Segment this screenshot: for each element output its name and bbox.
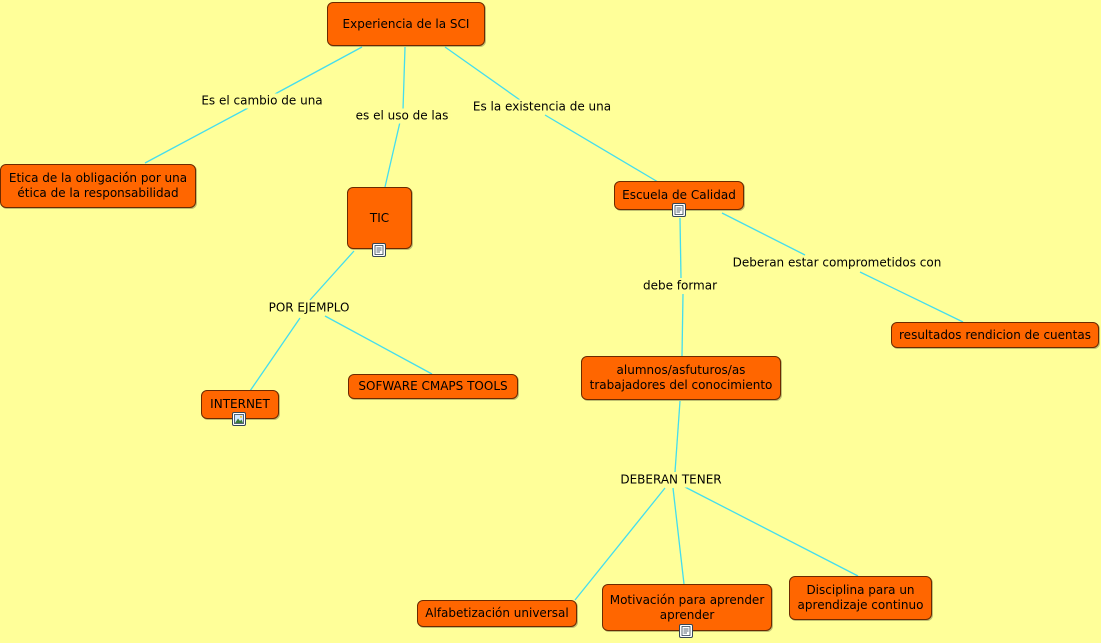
connector [721, 212, 806, 256]
node-tic[interactable]: TIC [347, 187, 412, 249]
connector [544, 114, 659, 183]
node-label: resultados rendicion de cuentas [899, 327, 1091, 342]
node-label: Motivación para aprender aprender [609, 592, 765, 622]
connector [859, 271, 964, 323]
connector [672, 487, 685, 585]
connector [682, 485, 859, 577]
node-label: Disciplina para un aprendizaje continuo [797, 583, 924, 612]
node-experiencia[interactable]: Experiencia de la SCI [327, 2, 485, 46]
link-label-existencia: Es la existencia de una [470, 99, 614, 115]
node-cmaps[interactable]: SOFWARE CMAPS TOOLS [348, 374, 518, 399]
document-icon[interactable] [672, 203, 686, 217]
link-label-ejemplo: POR EJEMPLO [266, 300, 352, 316]
node-resultados[interactable]: resultados rendicion de cuentas [891, 322, 1099, 348]
connector [681, 293, 684, 357]
node-disciplina[interactable]: Disciplina para un aprendizaje continuo [789, 576, 932, 620]
node-label: alumnos/asfuturos/as trabajadores del co… [589, 363, 773, 392]
node-label: TIC [369, 210, 390, 225]
connector [324, 315, 433, 375]
connector [144, 107, 249, 164]
node-escuela[interactable]: Escuela de Calidad [614, 181, 744, 210]
node-etica[interactable]: Etica de la obligación por una ética de … [0, 164, 196, 208]
connector [444, 46, 521, 101]
node-label: Alfabetización universal [425, 606, 569, 620]
image-icon[interactable] [232, 412, 246, 426]
link-label-uso: es el uso de las [353, 108, 451, 124]
node-alfabetizacion[interactable]: Alfabetización universal [417, 600, 577, 627]
document-icon[interactable] [679, 624, 693, 638]
node-label: SOFWARE CMAPS TOOLS [358, 379, 508, 393]
link-label-formar: debe formar [640, 278, 720, 294]
connector [249, 317, 301, 392]
connector [402, 46, 406, 111]
node-label: Etica de la obligación por una ética de … [8, 171, 188, 200]
node-alumnos[interactable]: alumnos/asfuturos/as trabajadores del co… [581, 356, 781, 400]
connector [309, 250, 355, 301]
link-label-comprometidos: Deberan estar comprometidos con [730, 255, 944, 271]
link-label-cambio: Es el cambio de una [199, 93, 325, 109]
node-label: INTERNET [210, 397, 270, 411]
node-label: Experiencia de la SCI [342, 16, 470, 31]
connector [384, 121, 401, 188]
document-icon[interactable] [372, 243, 386, 257]
link-label-tener: DEBERAN TENER [618, 472, 724, 488]
connector [574, 487, 666, 601]
node-label: Escuela de Calidad [622, 188, 736, 202]
connector [261, 46, 363, 102]
connector [679, 217, 682, 279]
connector [674, 400, 681, 473]
node-internet[interactable]: INTERNET [201, 390, 279, 419]
